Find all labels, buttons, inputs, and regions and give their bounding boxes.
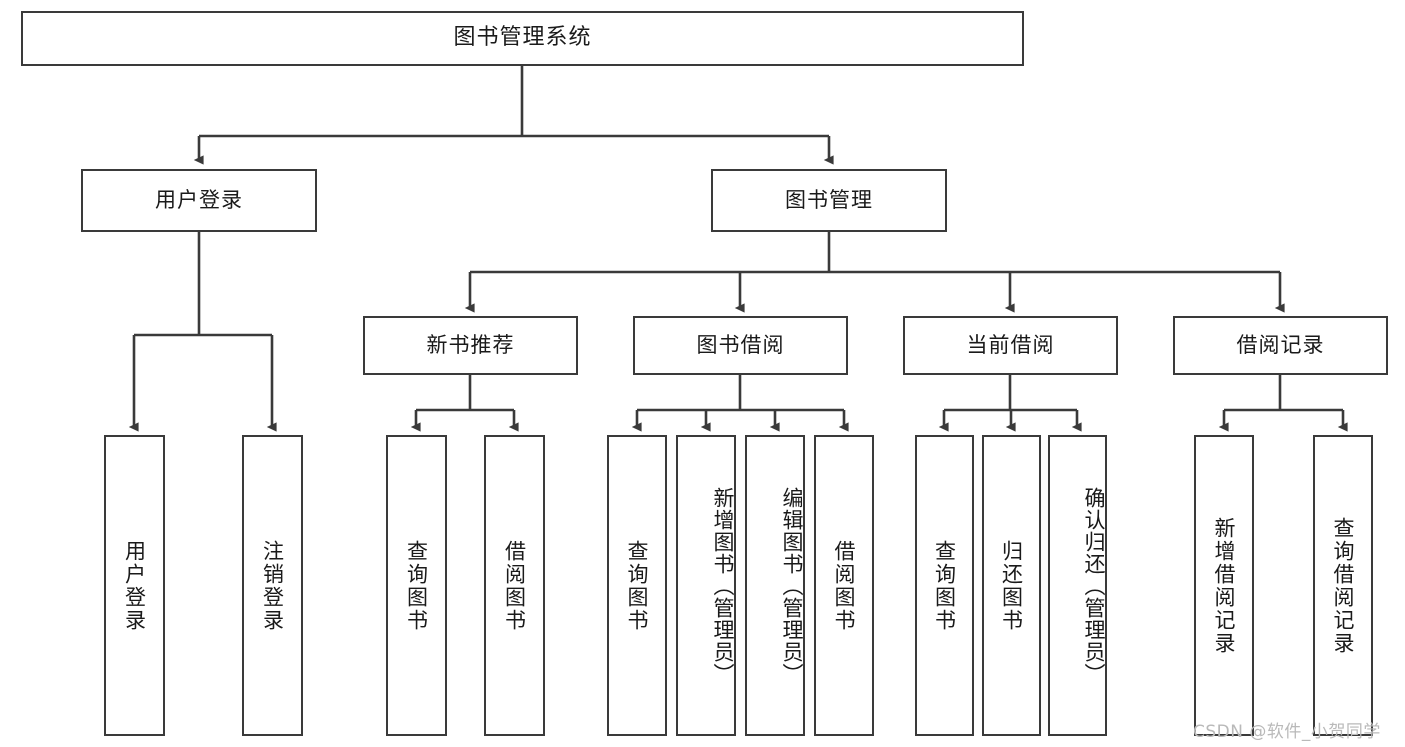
node-leaf-add-book[interactable]: 新增图书（管理员） — [676, 435, 736, 736]
node-label: 借阅图书 — [502, 539, 527, 632]
node-leaf-user-login[interactable]: 用户登录 — [104, 435, 165, 736]
node-book-borrow[interactable]: 图书借阅 — [633, 316, 848, 375]
node-label: 归还图书 — [999, 539, 1024, 632]
csdn-watermark: CSDN @软件_小贺同学 — [1193, 722, 1381, 742]
node-label: 图书管理 — [785, 187, 873, 212]
node-user-login[interactable]: 用户登录 — [81, 169, 317, 232]
node-label: 查询图书 — [625, 539, 650, 632]
node-label: 图书借阅 — [696, 332, 785, 357]
node-book-manage[interactable]: 图书管理 — [711, 169, 947, 232]
node-label: 查询借阅记录 — [1331, 516, 1356, 655]
node-label: 新增图书（管理员） — [711, 486, 735, 685]
node-borrow-record[interactable]: 借阅记录 — [1173, 316, 1388, 375]
node-leaf-query-book-3[interactable]: 查询图书 — [915, 435, 974, 736]
node-current-borrow[interactable]: 当前借阅 — [903, 316, 1118, 375]
node-leaf-borrow-book-2[interactable]: 借阅图书 — [814, 435, 874, 736]
node-label: 编辑图书（管理员） — [780, 486, 804, 685]
node-label: 借阅图书 — [832, 539, 857, 632]
node-leaf-query-book-2[interactable]: 查询图书 — [607, 435, 667, 736]
node-label: 借阅记录 — [1236, 332, 1325, 357]
node-new-book-rec[interactable]: 新书推荐 — [363, 316, 578, 375]
node-leaf-confirm-return[interactable]: 确认归还（管理员） — [1048, 435, 1107, 736]
node-leaf-edit-book[interactable]: 编辑图书（管理员） — [745, 435, 805, 736]
node-label: 新书推荐 — [426, 332, 515, 357]
node-label: 查询图书 — [932, 539, 957, 632]
node-leaf-borrow-book-1[interactable]: 借阅图书 — [484, 435, 545, 736]
node-label: 当前借阅 — [966, 332, 1055, 357]
node-label: 确认归还（管理员） — [1082, 486, 1106, 685]
node-leaf-query-record[interactable]: 查询借阅记录 — [1313, 435, 1373, 736]
node-label: 注销登录 — [260, 539, 285, 632]
node-leaf-return-book[interactable]: 归还图书 — [982, 435, 1041, 736]
node-leaf-query-book-1[interactable]: 查询图书 — [386, 435, 447, 736]
node-root-system[interactable]: 图书管理系统 — [21, 11, 1024, 66]
node-label: 用户登录 — [122, 539, 147, 632]
node-label: 新增借阅记录 — [1212, 516, 1237, 655]
node-leaf-logout[interactable]: 注销登录 — [242, 435, 303, 736]
node-label: 图书管理系统 — [453, 25, 592, 51]
node-label: 查询图书 — [404, 539, 429, 632]
node-label: 用户登录 — [155, 187, 243, 212]
node-leaf-add-record[interactable]: 新增借阅记录 — [1194, 435, 1254, 736]
